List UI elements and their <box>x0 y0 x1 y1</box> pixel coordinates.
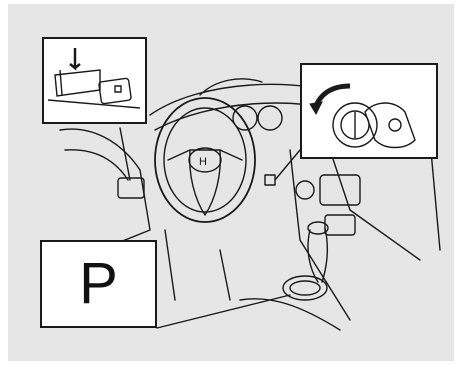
park-position-callout: P <box>40 240 157 328</box>
park-label: P <box>79 255 118 313</box>
window-switch <box>118 178 144 198</box>
ignition-callout <box>301 64 437 158</box>
leader-line <box>157 295 290 328</box>
steering-logo: H <box>199 156 207 168</box>
window-lock-callout <box>43 38 146 123</box>
door-panel <box>60 129 150 250</box>
leader-line <box>275 150 300 180</box>
